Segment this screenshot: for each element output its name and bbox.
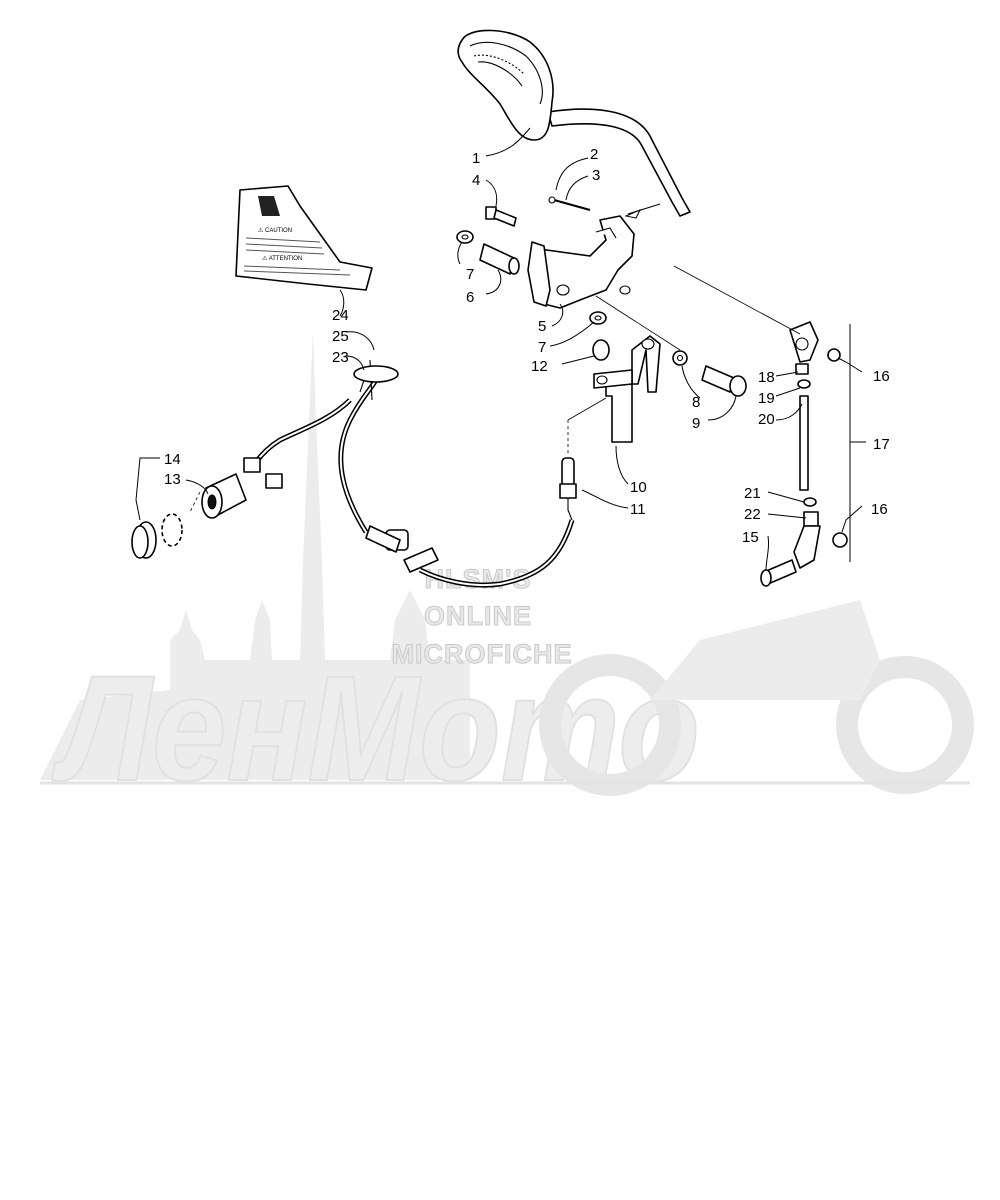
caution-decal: ⚠ CAUTION ⚠ ATTENTION xyxy=(235,185,373,291)
callout-6: 6 xyxy=(466,289,474,306)
callout-17: 17 xyxy=(873,436,890,453)
decal-attention-heading: ⚠ ATTENTION xyxy=(262,255,302,262)
linkage-rod-assembly xyxy=(760,321,848,587)
callout-18: 18 xyxy=(758,369,775,386)
cap xyxy=(592,339,610,361)
watermark: ЛенМото HLSM'S ONLINE MICROFICHE xyxy=(40,330,974,813)
callout-10: 10 xyxy=(630,479,647,496)
switch-harness xyxy=(243,359,577,588)
callout-2: 2 xyxy=(590,146,598,163)
callout-13: 13 xyxy=(164,471,181,488)
reverse-handle xyxy=(457,29,691,217)
callout-23: 23 xyxy=(332,349,349,366)
nut-ring xyxy=(131,513,183,559)
ignition-switch xyxy=(201,473,247,519)
callout-8: 8 xyxy=(692,394,700,411)
star-washer xyxy=(672,350,688,366)
parts: ⚠ CAUTION ⚠ ATTENTION xyxy=(131,29,848,588)
watermark-skyline xyxy=(40,330,470,780)
callout-7a: 7 xyxy=(466,266,474,283)
callout-11: 11 xyxy=(630,501,646,518)
callout-5: 5 xyxy=(538,318,546,335)
spacer-sleeve xyxy=(479,243,520,275)
callout-16a: 16 xyxy=(873,368,890,385)
callout-19: 19 xyxy=(758,390,775,407)
bolt-4 xyxy=(485,206,517,227)
callout-25: 25 xyxy=(332,328,349,345)
callout-labels: 1 2 3 4 5 6 7 7 8 9 10 11 12 13 14 15 16… xyxy=(164,146,890,546)
callout-21: 21 xyxy=(744,485,761,502)
callout-16b: 16 xyxy=(871,501,888,518)
callout-24: 24 xyxy=(332,307,349,324)
callout-15: 15 xyxy=(742,529,759,546)
callout-1: 1 xyxy=(472,150,480,167)
watermark-line3: MICROFICHE xyxy=(392,639,573,669)
leader-lines xyxy=(135,127,866,571)
switch-bracket xyxy=(593,335,661,443)
watermark-line2: ONLINE xyxy=(424,601,532,631)
callout-20: 20 xyxy=(758,411,775,428)
decal-caution-heading: ⚠ CAUTION xyxy=(258,227,292,234)
pivot-bracket xyxy=(527,215,635,309)
callout-22: 22 xyxy=(744,506,761,523)
callout-3: 3 xyxy=(592,167,600,184)
callout-12: 12 xyxy=(531,358,548,375)
bolt-9 xyxy=(701,365,747,397)
tie-strap xyxy=(353,365,399,393)
watermark-bike-body xyxy=(650,600,880,700)
watermark-wheel-front xyxy=(539,654,681,796)
callout-14: 14 xyxy=(164,451,181,468)
callout-7b: 7 xyxy=(538,339,546,356)
callout-9: 9 xyxy=(692,415,700,432)
pin xyxy=(548,196,591,211)
callout-4: 4 xyxy=(472,172,480,189)
